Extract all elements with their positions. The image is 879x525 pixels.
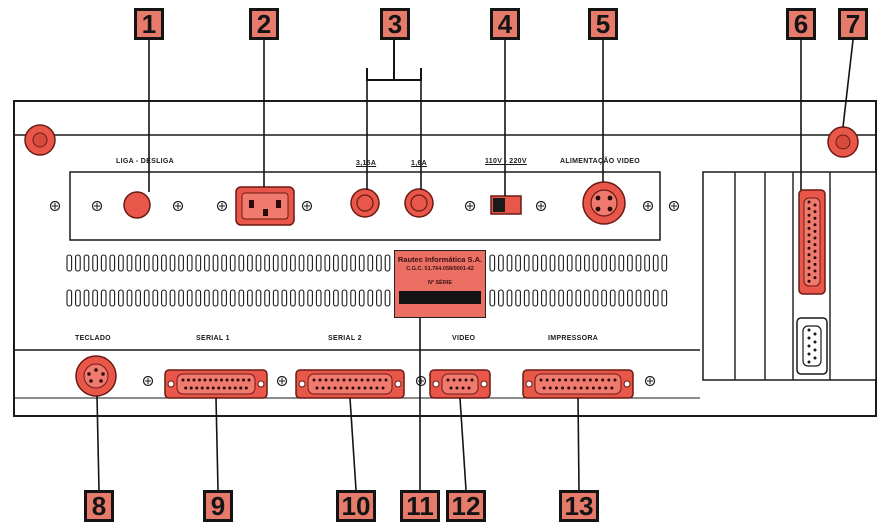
label-fuse-3-15a: 3,15A — [356, 160, 377, 167]
leader-lines — [96, 39, 854, 491]
expansion-slot-bay — [702, 171, 877, 381]
callout-1: 1 — [134, 8, 164, 40]
port-screw — [415, 375, 427, 387]
callout-7: 7 — [838, 8, 868, 40]
serial-nameplate: Rautec Informática S.A. C.G.C. 51.764.05… — [394, 250, 486, 318]
expansion-card-db9-connector — [796, 317, 828, 375]
callout-5: 5 — [588, 8, 618, 40]
callout-6: 6 — [786, 8, 816, 40]
label-power-switch: LIGA - DESLIGA — [116, 158, 174, 165]
serial-number-bar — [399, 291, 481, 304]
label-serial-2: SERIAL 2 — [328, 335, 362, 342]
label-video-power: ALIMENTAÇÃO VIDEO — [560, 158, 641, 165]
label-fuse-1-6a: 1,6A — [411, 160, 427, 167]
voltage-selector-switch — [490, 195, 522, 215]
callout-9: 9 — [203, 490, 233, 522]
power-inlet-socket — [235, 186, 295, 226]
ventilation-slots — [66, 254, 668, 307]
power-switch — [123, 191, 151, 219]
fuse-holder-3-15a — [350, 188, 380, 218]
port-screw — [644, 375, 656, 387]
fuse-holder-1-6a — [404, 188, 434, 218]
panel-screws — [49, 200, 680, 212]
port-screw — [276, 375, 288, 387]
callout-10: 10 — [336, 490, 376, 522]
callout-12: 12 — [446, 490, 486, 522]
keyboard-din-connector — [75, 355, 117, 397]
expansion-card-db25-connector — [798, 189, 826, 295]
label-voltage: 110V - 220V — [485, 158, 527, 165]
serial-2-port — [295, 369, 405, 399]
left-fastener-knob — [24, 124, 56, 156]
callout-2: 2 — [249, 8, 279, 40]
label-printer: IMPRESSORA — [548, 335, 599, 342]
label-serial-1: SERIAL 1 — [196, 335, 230, 342]
callout-3: 3 — [380, 8, 410, 40]
right-fastener-knob — [827, 126, 859, 158]
label-video: VIDEO — [452, 335, 476, 342]
serial-1-port — [164, 369, 268, 399]
nameplate-cgc: C.G.C. 51.764.058/0001-42 — [406, 266, 474, 272]
video-port — [429, 369, 491, 399]
printer-port — [522, 369, 634, 399]
label-keyboard: TECLADO — [75, 335, 111, 342]
callout-13: 13 — [559, 490, 599, 522]
callout-8: 8 — [84, 490, 114, 522]
nameplate-serial-label: Nº SÉRIE — [427, 280, 452, 286]
video-power-connector — [582, 181, 626, 225]
nameplate-company: Rautec Informática S.A. — [397, 255, 483, 264]
port-screw — [142, 375, 154, 387]
callout-4: 4 — [490, 8, 520, 40]
callout-11: 11 — [400, 490, 440, 522]
